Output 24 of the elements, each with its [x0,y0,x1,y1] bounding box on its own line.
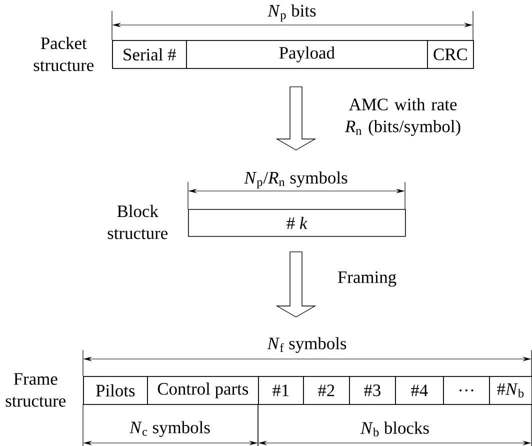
row-heading: Packet structure [34,36,94,72]
edge-label: AMC with rate R$_{n}$ (bits/symbol) [344,98,460,136]
field-cell: #1 [258,376,304,405]
field-cell: #2 [303,376,350,405]
dimension-label: N$_{f}$ symbols [267,337,346,353]
field-cell: Pilots [83,376,148,405]
field-cell: … [443,376,490,405]
block-row: # k [188,208,406,237]
field-cell: #4 [395,376,444,405]
row-heading: Block structure [108,204,168,240]
edge-label: Framing [338,271,396,287]
dimension-label: N$_{p}$ bits [268,4,316,22]
block-arrow [276,86,316,150]
dimension-label: N$_{p}$/R$_{n}$ symbols [244,171,348,189]
field-cell: #3 [349,376,396,405]
dimension-label: N$_{b}$ blocks [360,422,429,436]
row-heading: Frame structure [6,373,66,407]
field-cell: #N$_{b}$ [489,376,532,405]
dimension-label: N$_{c}$ symbols [129,421,210,437]
field-cell: Control parts [147,376,259,405]
field-cell: Serial # [112,40,187,69]
field-cell: CRC [427,40,474,69]
block-arrow [276,251,316,318]
field-cell: Payload [186,40,428,69]
